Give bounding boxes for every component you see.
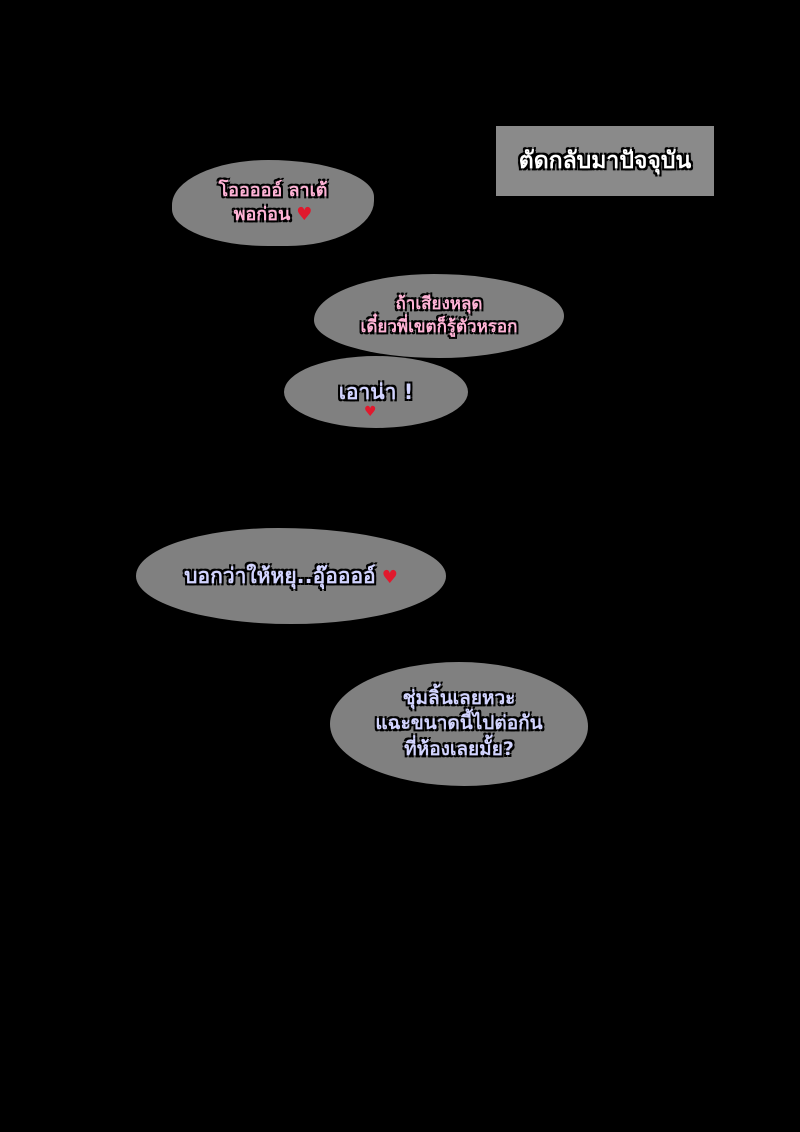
speech-bubble-4: บอกว่าให้หยุ..อุ๊ออออ์♥ (136, 528, 446, 624)
heart-icon: ♥ (381, 566, 398, 588)
speech-bubble-5-line-3: ที่ห้องเลยมั้ย? (404, 737, 514, 760)
narration-caption-text: ตัดกลับมาปัจจุบัน (518, 148, 692, 174)
speech-bubble-3-line-1: เอาน่า ! (338, 379, 414, 404)
heart-icon: ♥ (296, 204, 313, 225)
speech-bubble-3: เอาน่า ! ♥ (284, 356, 468, 428)
speech-bubble-1: โอออออ์ ลาเต้ พอก่อน♥ (172, 160, 374, 246)
speech-bubble-2-line-1: ถ้าเสียงหลุด (395, 294, 483, 315)
speech-bubble-1-line-2-row: พอก่อน♥ (234, 203, 313, 227)
speech-bubble-4-row: บอกว่าให้หยุ..อุ๊ออออ์♥ (184, 562, 398, 590)
heart-icon: ♥ (364, 404, 377, 420)
speech-bubble-1-line-2: พอก่อน (233, 204, 291, 225)
speech-bubble-5-line-1: ชุ่มลิ้นเลยหวะ (402, 686, 516, 709)
speech-bubble-4-line-1: บอกว่าให้หยุ..อุ๊ออออ์ (184, 563, 376, 588)
speech-bubble-5: ชุ่มลิ้นเลยหวะ แฉะขนาดนี้ไปต่อกัน ที่ห้อ… (330, 662, 588, 786)
speech-bubble-2: ถ้าเสียงหลุด เดี๋ยวพี่เขตก็รู้ตัวหรอก (314, 274, 564, 358)
narration-caption-box: ตัดกลับมาปัจจุบัน (496, 126, 714, 196)
speech-bubble-1-line-1: โอออออ์ ลาเต้ (218, 179, 328, 201)
speech-bubble-5-line-2: แฉะขนาดนี้ไปต่อกัน (375, 712, 543, 735)
speech-bubble-2-line-2: เดี๋ยวพี่เขตก็รู้ตัวหรอก (360, 317, 518, 337)
